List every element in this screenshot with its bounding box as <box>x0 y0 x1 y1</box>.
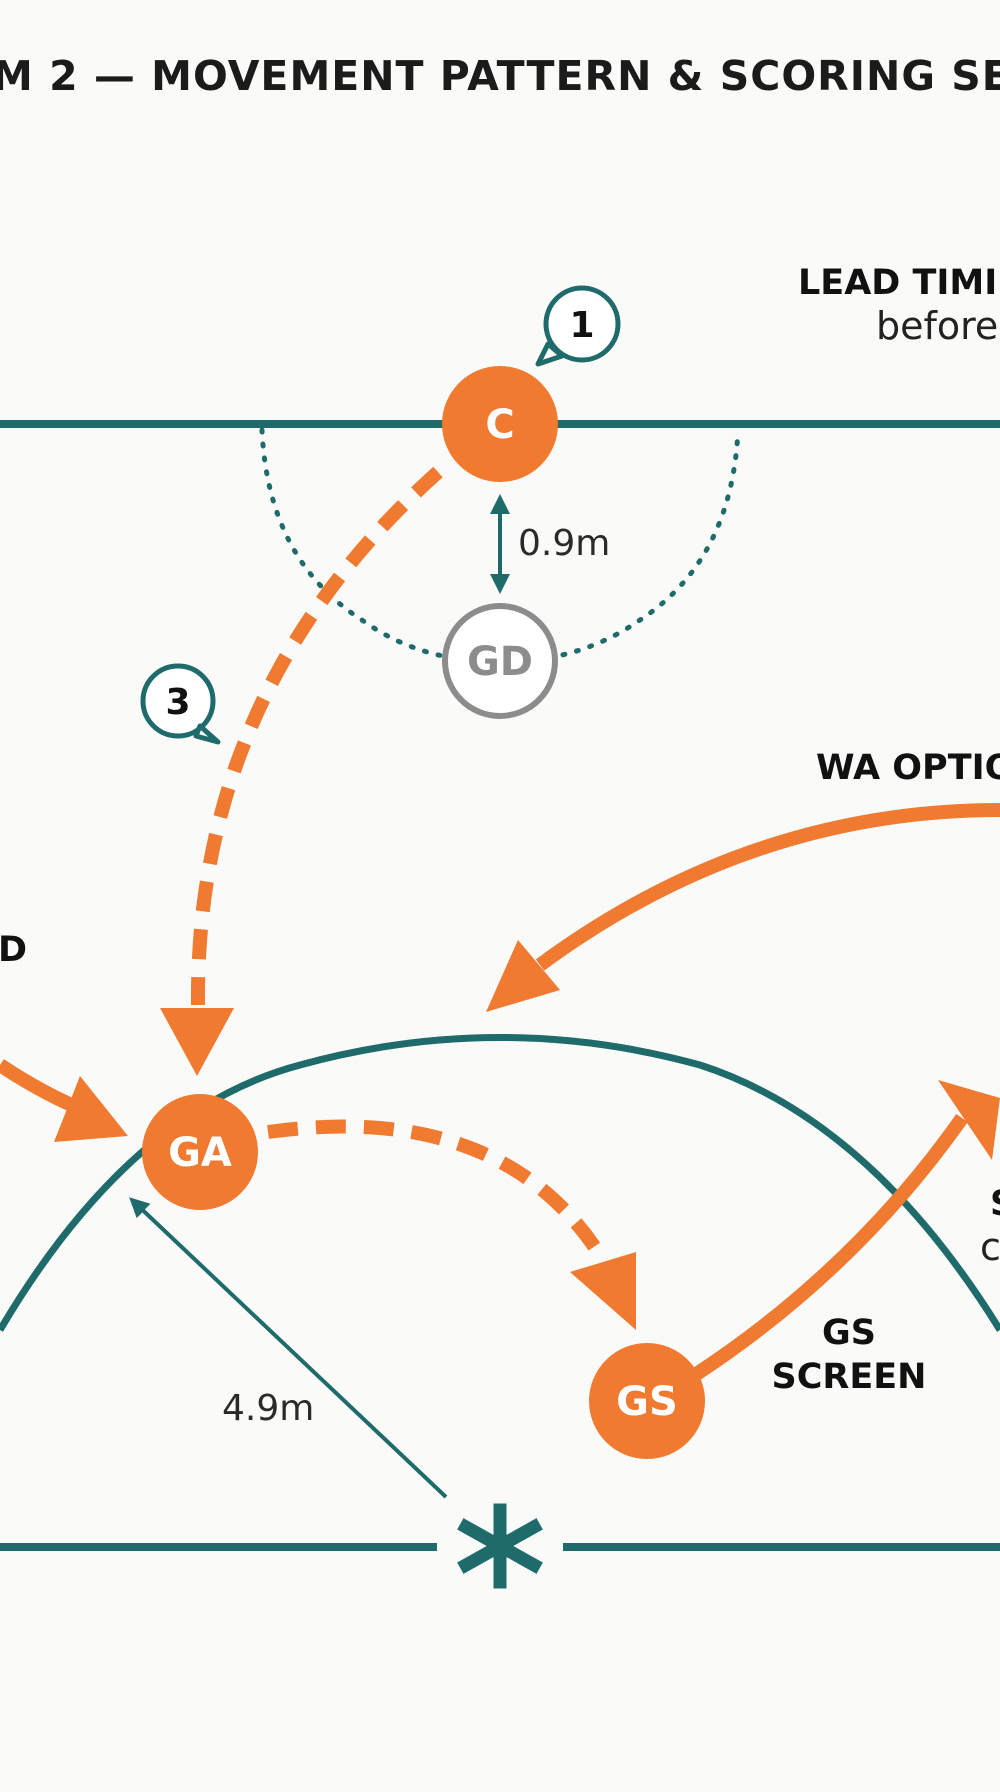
player-gd: GD <box>442 603 558 719</box>
movement-arrows <box>0 466 1000 1381</box>
left-edge-fragment: D <box>0 930 27 970</box>
gs-outward-path <box>691 1113 968 1381</box>
c-to-ga-arrowhead <box>160 1008 234 1076</box>
player-ga-label: GA <box>168 1130 232 1176</box>
gs-screen-label-line2: SCREEN <box>772 1357 927 1397</box>
right-edge-fragment-2: c <box>980 1225 1000 1269</box>
c-gd-distance-label: 0.9m <box>518 523 610 564</box>
shooting-circle <box>0 1034 1000 1332</box>
center-dotted-arc <box>259 427 741 665</box>
diagram-title: M 2 — MOVEMENT PATTERN & SCORING SE <box>0 52 1000 100</box>
player-gs: GS <box>589 1343 705 1459</box>
step-number-1: 1 <box>569 305 594 346</box>
step-number-3: 3 <box>165 682 190 723</box>
gs-outward-arrowhead <box>938 1080 1000 1160</box>
step-bubble-1: 1 <box>535 285 621 367</box>
player-gd-label: GD <box>467 639 533 685</box>
player-gs-label: GS <box>616 1379 678 1425</box>
left-entry-arrowhead <box>54 1076 128 1142</box>
asterisk-icon <box>450 1500 550 1600</box>
ga-to-gs-arrowhead <box>570 1252 636 1330</box>
lead-timing-title: LEAD TIMI <box>798 263 997 303</box>
right-edge-fragment-1: S <box>990 1184 1000 1224</box>
c-to-ga-dashed-path <box>190 466 443 1006</box>
wa-option-arrowhead <box>486 940 560 1012</box>
text-labels: LEAD TIMI before WA OPTIO D GS SCREEN S … <box>0 263 1000 1397</box>
step-bubble-3: 3 <box>140 663 221 745</box>
wa-option-path <box>535 803 1000 971</box>
gs-screen-label-line1: GS <box>822 1313 876 1353</box>
player-ga: GA <box>142 1094 258 1210</box>
wa-option-label: WA OPTIO <box>816 748 1000 788</box>
ga-to-gs-dashed-path <box>267 1119 606 1259</box>
circle-radius-label: 4.9m <box>222 1388 314 1429</box>
circle-radius-marker <box>129 1197 448 1499</box>
lead-timing-subtitle: before <box>876 304 998 348</box>
measurements: 0.9m 4.9m <box>129 494 610 1499</box>
player-c-label: C <box>485 402 514 448</box>
player-c: C <box>442 366 558 482</box>
